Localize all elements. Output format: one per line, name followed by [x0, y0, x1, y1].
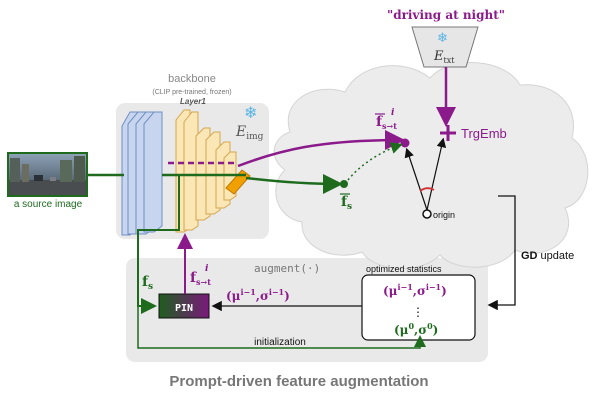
fs-label: fs	[142, 274, 153, 292]
text-encoder-label: Etxt	[433, 49, 455, 65]
pin-input-stats: (μi−1,σi−1)	[226, 287, 290, 303]
prompt-text: "driving at night"	[387, 8, 505, 22]
trgemb-label: TrgEmb	[461, 126, 507, 141]
stats-top: (μi−1,σi−1)	[383, 282, 447, 298]
optimized-statistics-label: optimized statistics	[366, 264, 442, 274]
snowflake-icon: ❄	[437, 30, 448, 45]
origin-label: origin	[433, 210, 455, 220]
initialization-label: initialization	[254, 337, 306, 348]
source-image	[7, 152, 88, 197]
layer1-label: Layer1	[180, 97, 206, 106]
text-encoder-block	[411, 26, 479, 68]
arrow-to-fbar-s	[245, 173, 343, 194]
snowflake-icon: ❄	[244, 105, 257, 122]
blue-backbone-layers	[121, 111, 163, 236]
gd-update-arrow	[487, 195, 516, 311]
fst-label: fs→ti	[190, 264, 211, 287]
fs-feedback-path	[137, 175, 180, 314]
initialization-path	[137, 306, 426, 349]
gd-update-label: GD update	[521, 250, 574, 262]
stats-bottom: (μ0,σ0)	[394, 321, 438, 337]
pin-label: PIN	[175, 303, 193, 314]
fbar-st-label: fs→ti	[376, 108, 397, 131]
arrow-to-fbar-st	[237, 130, 405, 168]
origin-point	[422, 209, 432, 219]
image-encoder-label: Eimg	[235, 124, 264, 142]
augment-label: augment(·)	[254, 262, 320, 275]
source-image-label: a source image	[14, 199, 83, 210]
backbone-sublabel: (CLIP pre-trained, frozen)	[152, 89, 231, 96]
diagram-title: Prompt-driven feature augmentation	[169, 373, 428, 390]
fbar-s-point	[340, 180, 348, 188]
stats-dots: ⋮	[412, 305, 424, 319]
target-cloud	[273, 62, 589, 269]
fbar-st-point	[400, 138, 410, 148]
fbar-s-label: fs	[341, 194, 352, 212]
backbone-label: backbone	[168, 73, 216, 85]
